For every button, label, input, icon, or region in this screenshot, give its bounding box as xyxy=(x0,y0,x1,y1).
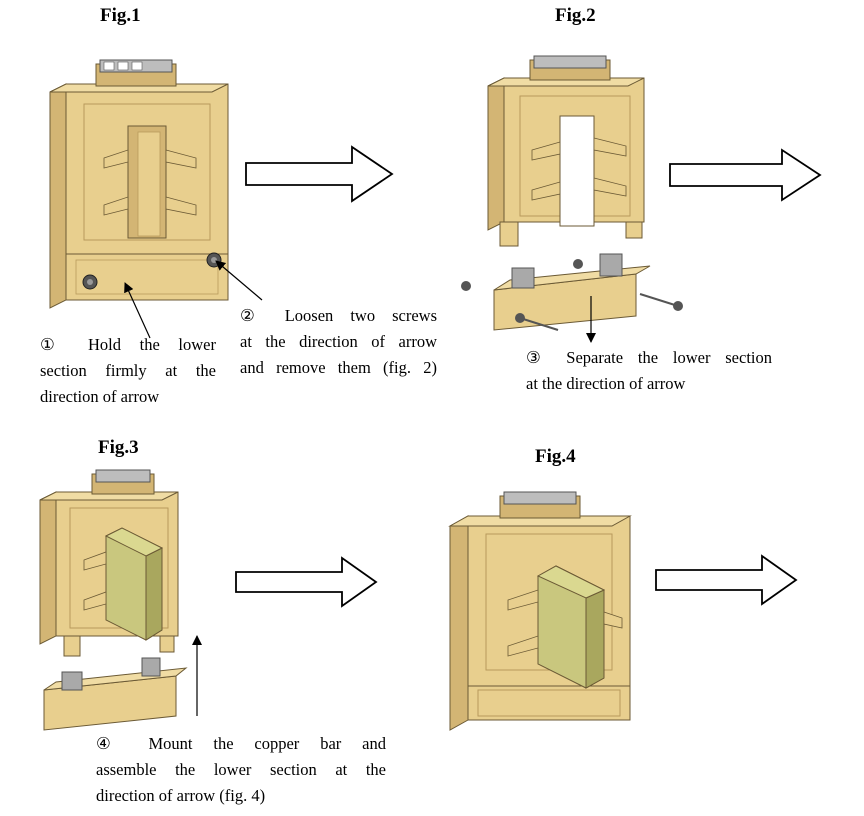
hollow-right-arrow-1 xyxy=(245,145,394,203)
caption-step2-line1: ② Loosen two screws xyxy=(240,306,437,325)
caption-step1-line2: section firmly at the xyxy=(40,361,216,380)
caption-step2: ② Loosen two screws at the direction of … xyxy=(240,303,437,381)
caption-step4-line1: ④ Mount the copper bar and xyxy=(96,734,386,753)
caption-step1-line3: direction of arrow xyxy=(40,387,160,406)
caption-step3: ③ Separate the lower section at the dire… xyxy=(526,345,772,397)
fig1-title: Fig.1 xyxy=(100,5,141,26)
fig2-transformer xyxy=(461,55,683,343)
caption-step3-line1: ③ Separate the lower section xyxy=(526,348,772,367)
caption-step1-line1: ① Hold the lower xyxy=(40,335,216,354)
caption-step2-line3: and remove them (fig. 2) xyxy=(240,358,437,377)
caption-step4: ④ Mount the copper bar and assemble the … xyxy=(96,731,386,809)
fig2-title: Fig.2 xyxy=(555,5,596,26)
fig4-transformer xyxy=(448,491,632,731)
hollow-right-arrow-2 xyxy=(669,148,822,202)
fig4-title: Fig.4 xyxy=(535,446,576,467)
fig3-transformer xyxy=(39,469,202,731)
caption-step4-line2: assemble the lower section at the xyxy=(96,760,386,779)
hollow-right-arrow-3 xyxy=(235,556,378,608)
caption-step2-line2: at the direction of arrow xyxy=(240,332,437,351)
hollow-right-arrow-4 xyxy=(655,554,798,606)
caption-step3-line2: at the direction of arrow xyxy=(526,374,686,393)
fig1-transformer xyxy=(49,59,263,339)
caption-step1: ① Hold the lower section firmly at the d… xyxy=(40,332,216,410)
fig3-title: Fig.3 xyxy=(98,437,139,458)
caption-step4-line3: direction of arrow (fig. 4) xyxy=(96,786,266,805)
